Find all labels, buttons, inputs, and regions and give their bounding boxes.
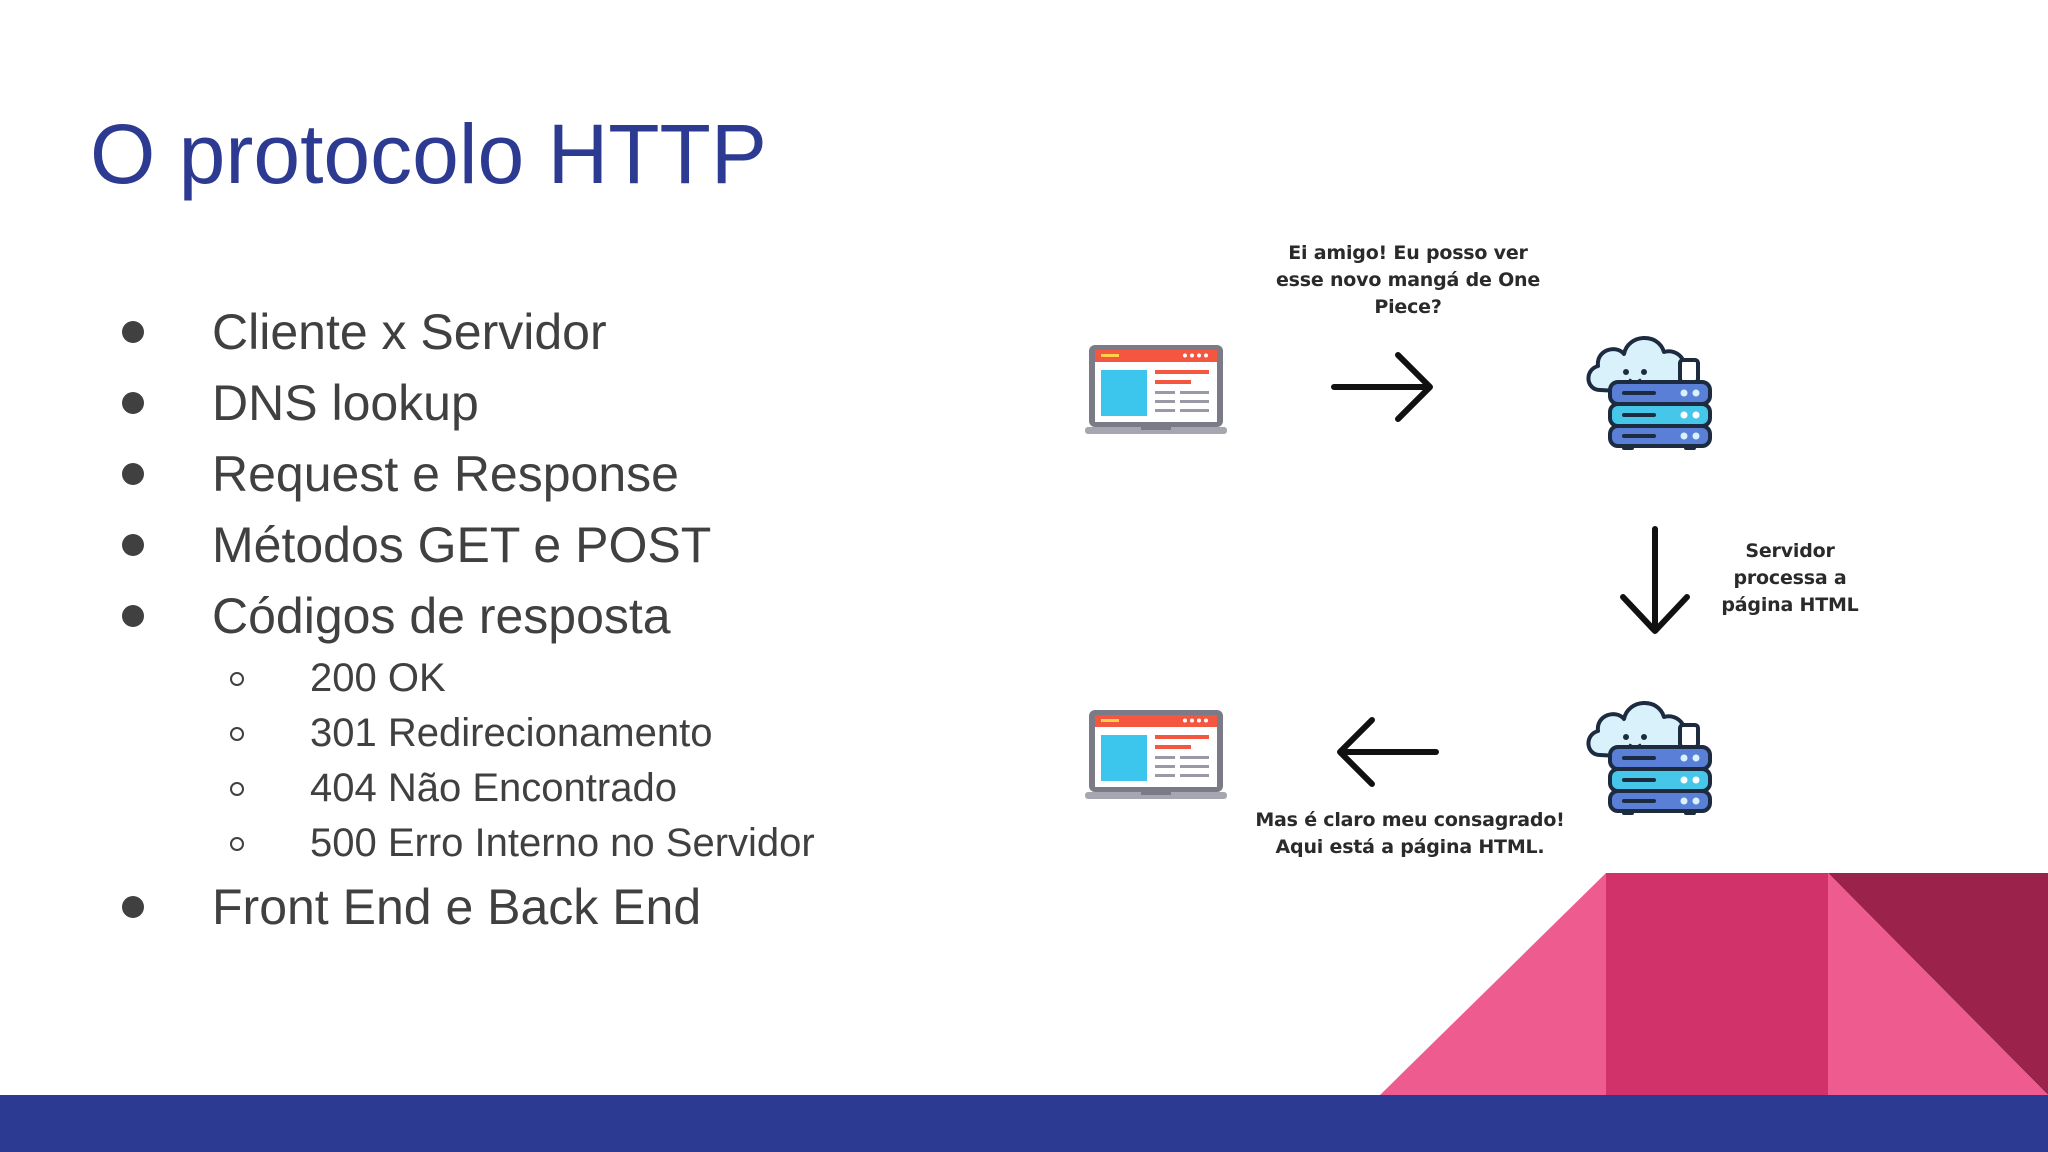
sub-bullet-ring: [230, 726, 244, 741]
slide-title: O protocolo HTTP: [90, 107, 767, 201]
sub-bullet-text: 404 Não Encontrado: [310, 766, 677, 810]
footer-bar: [0, 1095, 2048, 1152]
bullet-item: DNS lookup: [118, 367, 815, 438]
sub-bullet-text: 500 Erro Interno no Servidor: [310, 821, 815, 865]
sub-bullet-ring: [230, 671, 244, 686]
process-caption: Servidor processa a página HTML: [1721, 540, 1859, 616]
sub-bullet-ring: [230, 781, 244, 796]
sub-bullet-text: 301 Redirecionamento: [310, 711, 713, 755]
request-caption: Ei amigo! Eu posso ver esse novo mangá d…: [1275, 242, 1541, 318]
bullet-item: Métodos GET e POST: [118, 509, 815, 580]
bullet-dot: [122, 533, 144, 556]
response-caption: Mas é claro meu consagrado! Aqui está a …: [1255, 809, 1565, 858]
sub-bullet-text: 200 OK: [310, 656, 446, 700]
bullet-item: Front End e Back End: [118, 871, 815, 942]
arrow-left-icon: [1337, 717, 1439, 787]
laptop-browser-icon: [1085, 345, 1227, 434]
decorative-triangles: [1380, 873, 2048, 1095]
cloud-server-icon: [1586, 701, 1712, 815]
bullet-text: Métodos GET e POST: [212, 516, 712, 573]
bullet-dot: [122, 391, 144, 414]
bullet-item: Cliente x Servidor: [118, 296, 815, 367]
bullet-text: Request e Response: [212, 445, 679, 502]
arrow-down-icon: [1620, 526, 1690, 634]
sub-bullet-list: 200 OK 301 Redirecionamento 404 Não Enco…: [118, 651, 815, 871]
bullet-dot: [122, 604, 144, 627]
bullet-item: Códigos de resposta 200 OK 301 Redirecio…: [118, 580, 815, 871]
bullet-text: Códigos de resposta: [212, 587, 671, 644]
http-diagram: Ei amigo! Eu posso ver esse novo mangá d…: [1070, 225, 1990, 885]
bullet-text: Front End e Back End: [212, 878, 702, 935]
sub-bullet-item: 200 OK: [226, 651, 815, 706]
bullet-text: DNS lookup: [212, 374, 479, 431]
sub-bullet-ring: [230, 836, 244, 851]
cloud-server-icon: [1586, 336, 1712, 450]
laptop-browser-icon: [1085, 710, 1227, 799]
arrow-right-icon: [1331, 352, 1433, 422]
bullet-item: Request e Response: [118, 438, 815, 509]
bullet-dot: [122, 320, 144, 343]
bullet-dot: [122, 462, 144, 485]
sub-bullet-item: 404 Não Encontrado: [226, 761, 815, 816]
bullet-text: Cliente x Servidor: [212, 303, 607, 360]
bullet-list: Cliente x Servidor DNS lookup Request e …: [118, 296, 815, 942]
bullet-dot: [122, 895, 144, 918]
sub-bullet-item: 500 Erro Interno no Servidor: [226, 816, 815, 871]
sub-bullet-item: 301 Redirecionamento: [226, 706, 815, 761]
